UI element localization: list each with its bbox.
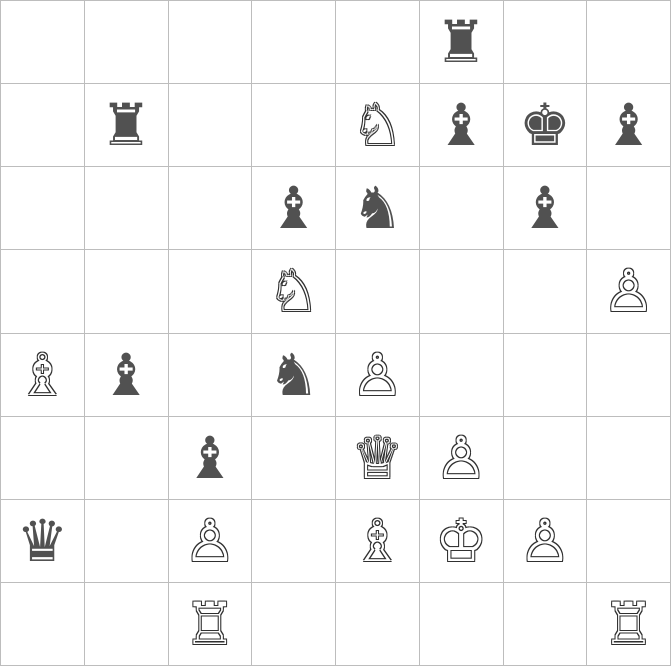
square-a1[interactable]	[1, 583, 85, 666]
square-c1[interactable]: ♖	[169, 583, 253, 666]
square-c6[interactable]	[169, 167, 253, 250]
square-e7[interactable]: ♘	[336, 84, 420, 167]
white-pawn-icon[interactable]: ♙	[184, 512, 236, 570]
square-h3[interactable]	[587, 417, 671, 500]
square-d1[interactable]	[252, 583, 336, 666]
square-h1[interactable]: ♖	[587, 583, 671, 666]
white-rook-icon[interactable]: ♖	[603, 595, 655, 653]
square-b4[interactable]: ♝	[85, 334, 169, 417]
square-e6[interactable]: ♞	[336, 167, 420, 250]
square-e2[interactable]: ♗	[336, 500, 420, 583]
white-knight-icon[interactable]: ♘	[268, 262, 320, 320]
square-d6[interactable]: ♝	[252, 167, 336, 250]
square-d2[interactable]	[252, 500, 336, 583]
black-bishop-icon[interactable]: ♝	[603, 96, 655, 154]
white-rook-icon[interactable]: ♖	[184, 595, 236, 653]
white-bishop-icon[interactable]: ♗	[351, 512, 403, 570]
square-a7[interactable]	[1, 84, 85, 167]
black-bishop-icon[interactable]: ♝	[519, 179, 571, 237]
square-h6[interactable]	[587, 167, 671, 250]
black-knight-icon[interactable]: ♞	[351, 179, 403, 237]
square-a2[interactable]: ♛	[1, 500, 85, 583]
square-a3[interactable]	[1, 417, 85, 500]
square-e3[interactable]: ♕	[336, 417, 420, 500]
square-b7[interactable]: ♜	[85, 84, 169, 167]
square-f7[interactable]: ♝	[420, 84, 504, 167]
square-b2[interactable]	[85, 500, 169, 583]
black-queen-icon[interactable]: ♛	[16, 512, 68, 570]
square-h5[interactable]: ♙	[587, 250, 671, 333]
square-g1[interactable]	[504, 583, 588, 666]
square-e1[interactable]	[336, 583, 420, 666]
square-b8[interactable]	[85, 1, 169, 84]
square-e4[interactable]: ♙	[336, 334, 420, 417]
square-a6[interactable]	[1, 167, 85, 250]
black-king-icon[interactable]: ♚	[519, 96, 571, 154]
square-c3[interactable]: ♝	[169, 417, 253, 500]
square-c8[interactable]	[169, 1, 253, 84]
square-f4[interactable]	[420, 334, 504, 417]
square-a8[interactable]	[1, 1, 85, 84]
square-e5[interactable]	[336, 250, 420, 333]
white-knight-icon[interactable]: ♘	[351, 96, 403, 154]
square-g2[interactable]: ♙	[504, 500, 588, 583]
white-pawn-icon[interactable]: ♙	[603, 262, 655, 320]
square-e8[interactable]	[336, 1, 420, 84]
square-g4[interactable]	[504, 334, 588, 417]
white-bishop-icon[interactable]: ♗	[16, 346, 68, 404]
square-b1[interactable]	[85, 583, 169, 666]
square-f1[interactable]	[420, 583, 504, 666]
white-queen-icon[interactable]: ♕	[351, 429, 403, 487]
black-rook-icon[interactable]: ♜	[100, 96, 152, 154]
square-d7[interactable]	[252, 84, 336, 167]
square-c7[interactable]	[169, 84, 253, 167]
square-h8[interactable]	[587, 1, 671, 84]
square-c5[interactable]	[169, 250, 253, 333]
black-bishop-icon[interactable]: ♝	[184, 429, 236, 487]
white-pawn-icon[interactable]: ♙	[351, 346, 403, 404]
black-bishop-icon[interactable]: ♝	[268, 179, 320, 237]
square-b6[interactable]	[85, 167, 169, 250]
square-f2[interactable]: ♔	[420, 500, 504, 583]
square-h2[interactable]	[587, 500, 671, 583]
square-c2[interactable]: ♙	[169, 500, 253, 583]
square-d5[interactable]: ♘	[252, 250, 336, 333]
square-f3[interactable]: ♙	[420, 417, 504, 500]
square-g8[interactable]	[504, 1, 588, 84]
square-b3[interactable]	[85, 417, 169, 500]
black-bishop-icon[interactable]: ♝	[435, 96, 487, 154]
square-g7[interactable]: ♚	[504, 84, 588, 167]
square-d8[interactable]	[252, 1, 336, 84]
square-h7[interactable]: ♝	[587, 84, 671, 167]
square-a4[interactable]: ♗	[1, 334, 85, 417]
square-f6[interactable]	[420, 167, 504, 250]
square-g5[interactable]	[504, 250, 588, 333]
square-d4[interactable]: ♞	[252, 334, 336, 417]
square-g6[interactable]: ♝	[504, 167, 588, 250]
white-king-icon[interactable]: ♔	[435, 512, 487, 570]
square-c4[interactable]	[169, 334, 253, 417]
black-rook-icon[interactable]: ♜	[435, 13, 487, 71]
square-b5[interactable]	[85, 250, 169, 333]
white-pawn-icon[interactable]: ♙	[435, 429, 487, 487]
square-a5[interactable]	[1, 250, 85, 333]
square-h4[interactable]	[587, 334, 671, 417]
white-pawn-icon[interactable]: ♙	[519, 512, 571, 570]
square-f8[interactable]: ♜	[420, 1, 504, 84]
black-knight-icon[interactable]: ♞	[268, 346, 320, 404]
square-g3[interactable]	[504, 417, 588, 500]
square-d3[interactable]	[252, 417, 336, 500]
black-bishop-icon[interactable]: ♝	[100, 346, 152, 404]
square-f5[interactable]	[420, 250, 504, 333]
